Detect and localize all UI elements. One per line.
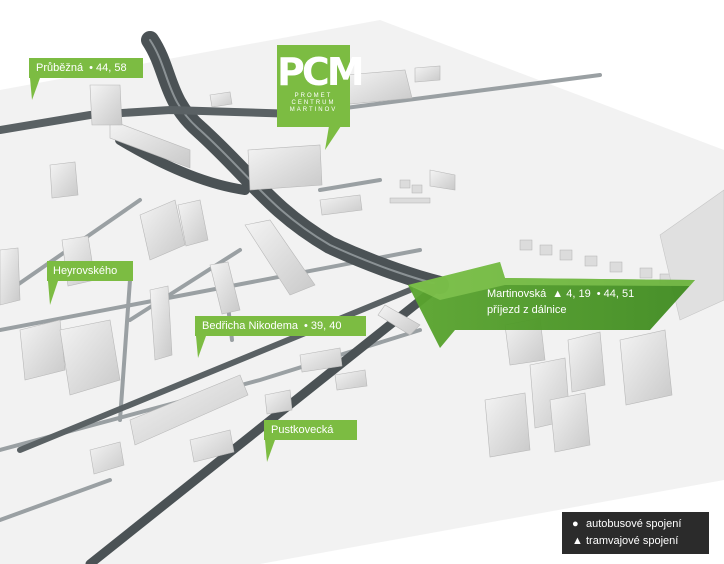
legend-bus-label: autobusové spojení: [586, 518, 682, 530]
logo-mark: PCM: [277, 50, 365, 94]
legend-tram: ▲tramvajové spojení: [572, 535, 678, 547]
legend-bus: ● autobusové spojení: [572, 518, 681, 530]
logo-line-1: PROMET: [294, 93, 333, 99]
promet-centrum-logo: PCM PROMET CENTRUM MARTINOV: [277, 45, 365, 127]
logo-line-2: CENTRUM: [291, 100, 336, 106]
buildings: [0, 65, 673, 475]
legend-tram-label: tramvajové spojení: [586, 535, 679, 547]
street-label-martinovska: Martinovská ▲ 4, 19 • 44, 51: [487, 288, 634, 301]
legend: ● autobusové spojení ▲tramvajové spojení: [562, 512, 709, 554]
bus-stop-icon: ●: [572, 518, 579, 530]
street-name: Martinovská: [487, 288, 547, 300]
street-name: Průběžná: [36, 62, 84, 74]
label-pins: [29, 58, 366, 462]
street-name: Heyrovského: [53, 265, 118, 277]
bus-lines: • 44, 51: [596, 288, 635, 300]
street-label-nikodema: Bedřicha Nikodema • 39, 40: [202, 320, 342, 333]
tram-stop-icon: ▲: [572, 535, 583, 547]
street-name: Pustkovecká: [271, 424, 334, 436]
street-name: Bedřicha Nikodema: [202, 320, 298, 332]
bus-lines: • 44, 58: [89, 62, 127, 74]
street-label-pustkovecka: Pustkovecká: [271, 424, 333, 437]
highway-access-label: příjezd z dálnice: [487, 304, 567, 316]
highway-arrow: [408, 262, 695, 348]
street-label-pruzna: Průběžná • 44, 58: [36, 62, 127, 75]
bus-lines: • 39, 40: [304, 320, 342, 332]
street-label-heyrovskeho: Heyrovského: [53, 265, 117, 278]
small-buildings: [389, 179, 673, 285]
logo-line-3: MARTINOV: [289, 107, 338, 113]
tram-lines: ▲ 4, 19: [552, 288, 591, 300]
